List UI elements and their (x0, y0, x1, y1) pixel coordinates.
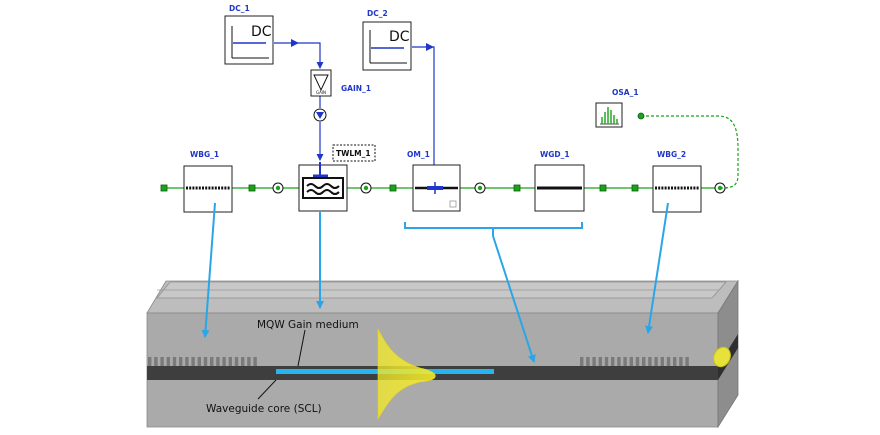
grating-tooth (247, 357, 251, 366)
grating-tooth (160, 357, 164, 366)
grating-tooth (617, 357, 621, 366)
wbg1-component[interactable]: WBG_1 (183, 150, 233, 213)
wgd1-label: WGD_1 (540, 150, 570, 159)
wbg2-component[interactable]: WBG_2 (652, 150, 702, 213)
grating-tooth (234, 357, 239, 366)
gain1-label: GAIN_1 (341, 84, 371, 93)
grating-tooth (580, 357, 584, 366)
dc-source-icon (369, 30, 407, 64)
twlm1-component[interactable]: TWLM_1 (298, 144, 376, 212)
grating-tooth (148, 357, 152, 366)
grating-tooth (611, 357, 615, 366)
grating-tooth (253, 357, 257, 366)
grating-tooth (172, 357, 177, 366)
spectrum-icon (600, 107, 619, 125)
amplifier-icon: GAIN (313, 74, 329, 95)
dc2-label: DC_2 (367, 9, 388, 18)
grating-tooth (623, 357, 627, 366)
dc1-component[interactable]: DC_1 DC (224, 4, 274, 65)
grating-tooth (191, 357, 195, 366)
grating-tooth (203, 357, 208, 366)
waveguide-laser-icon (302, 162, 344, 199)
grating-tooth (586, 357, 590, 366)
grating-tooth (685, 357, 689, 366)
grating-tooth (210, 357, 214, 366)
osa-link (641, 115, 739, 189)
dc1-label: DC_1 (229, 4, 250, 13)
grating-tooth (166, 357, 171, 366)
wbg2-label: WBG_2 (657, 150, 686, 159)
grating-tooth (179, 357, 183, 366)
port-connectors (160, 182, 726, 194)
dc1-text: DC (251, 24, 272, 40)
grating-tooth (154, 357, 158, 366)
grating-tooth (222, 357, 226, 366)
grating-tooth (654, 357, 658, 366)
osa1-label: OSA_1 (612, 88, 639, 97)
grating-tooth (673, 357, 677, 366)
grating-tooth (629, 357, 634, 366)
grating-tooth (642, 357, 646, 366)
dc2-component[interactable]: DC_2 DC (362, 9, 412, 71)
mode-profile (377, 328, 436, 421)
grating-tooth (666, 357, 671, 366)
grating-tooth (241, 357, 245, 366)
section-brace (404, 222, 583, 236)
osa1-component[interactable]: OSA_1 (595, 88, 639, 128)
gain-medium-annotation: MQW Gain medium (257, 319, 359, 331)
dc2-text: DC (389, 29, 410, 45)
svg-text:GAIN: GAIN (316, 90, 326, 95)
grating-tooth (185, 357, 189, 366)
chip-3d: MQW Gain medium Waveguide core (SCL) (146, 279, 739, 429)
grating-left (148, 357, 257, 366)
grating-tooth (228, 357, 233, 366)
grating-tooth (635, 357, 640, 366)
waveguide-core-annotation: Waveguide core (SCL) (206, 403, 322, 415)
grating-tooth (592, 357, 596, 366)
wgd1-component[interactable]: WGD_1 (534, 150, 585, 212)
grating-tooth (216, 357, 220, 366)
grating-tooth (648, 357, 652, 366)
om1-label: OM_1 (407, 150, 430, 159)
mapping-arrows (201, 202, 669, 363)
gain1-component[interactable]: GAIN GAIN_1 (310, 69, 371, 122)
modulator-icon (415, 182, 458, 208)
om1-component[interactable]: OM_1 (407, 150, 461, 212)
grating-tooth (660, 357, 665, 366)
grating-tooth (679, 357, 683, 366)
grating-tooth (197, 357, 202, 366)
wbg1-label: WBG_1 (190, 150, 219, 159)
output-spot (713, 346, 731, 368)
grating-tooth (598, 357, 603, 366)
dc-source-icon (231, 26, 269, 59)
grating-right (580, 357, 689, 366)
grating-tooth (604, 357, 609, 366)
twlm1-label: TWLM_1 (336, 149, 371, 158)
